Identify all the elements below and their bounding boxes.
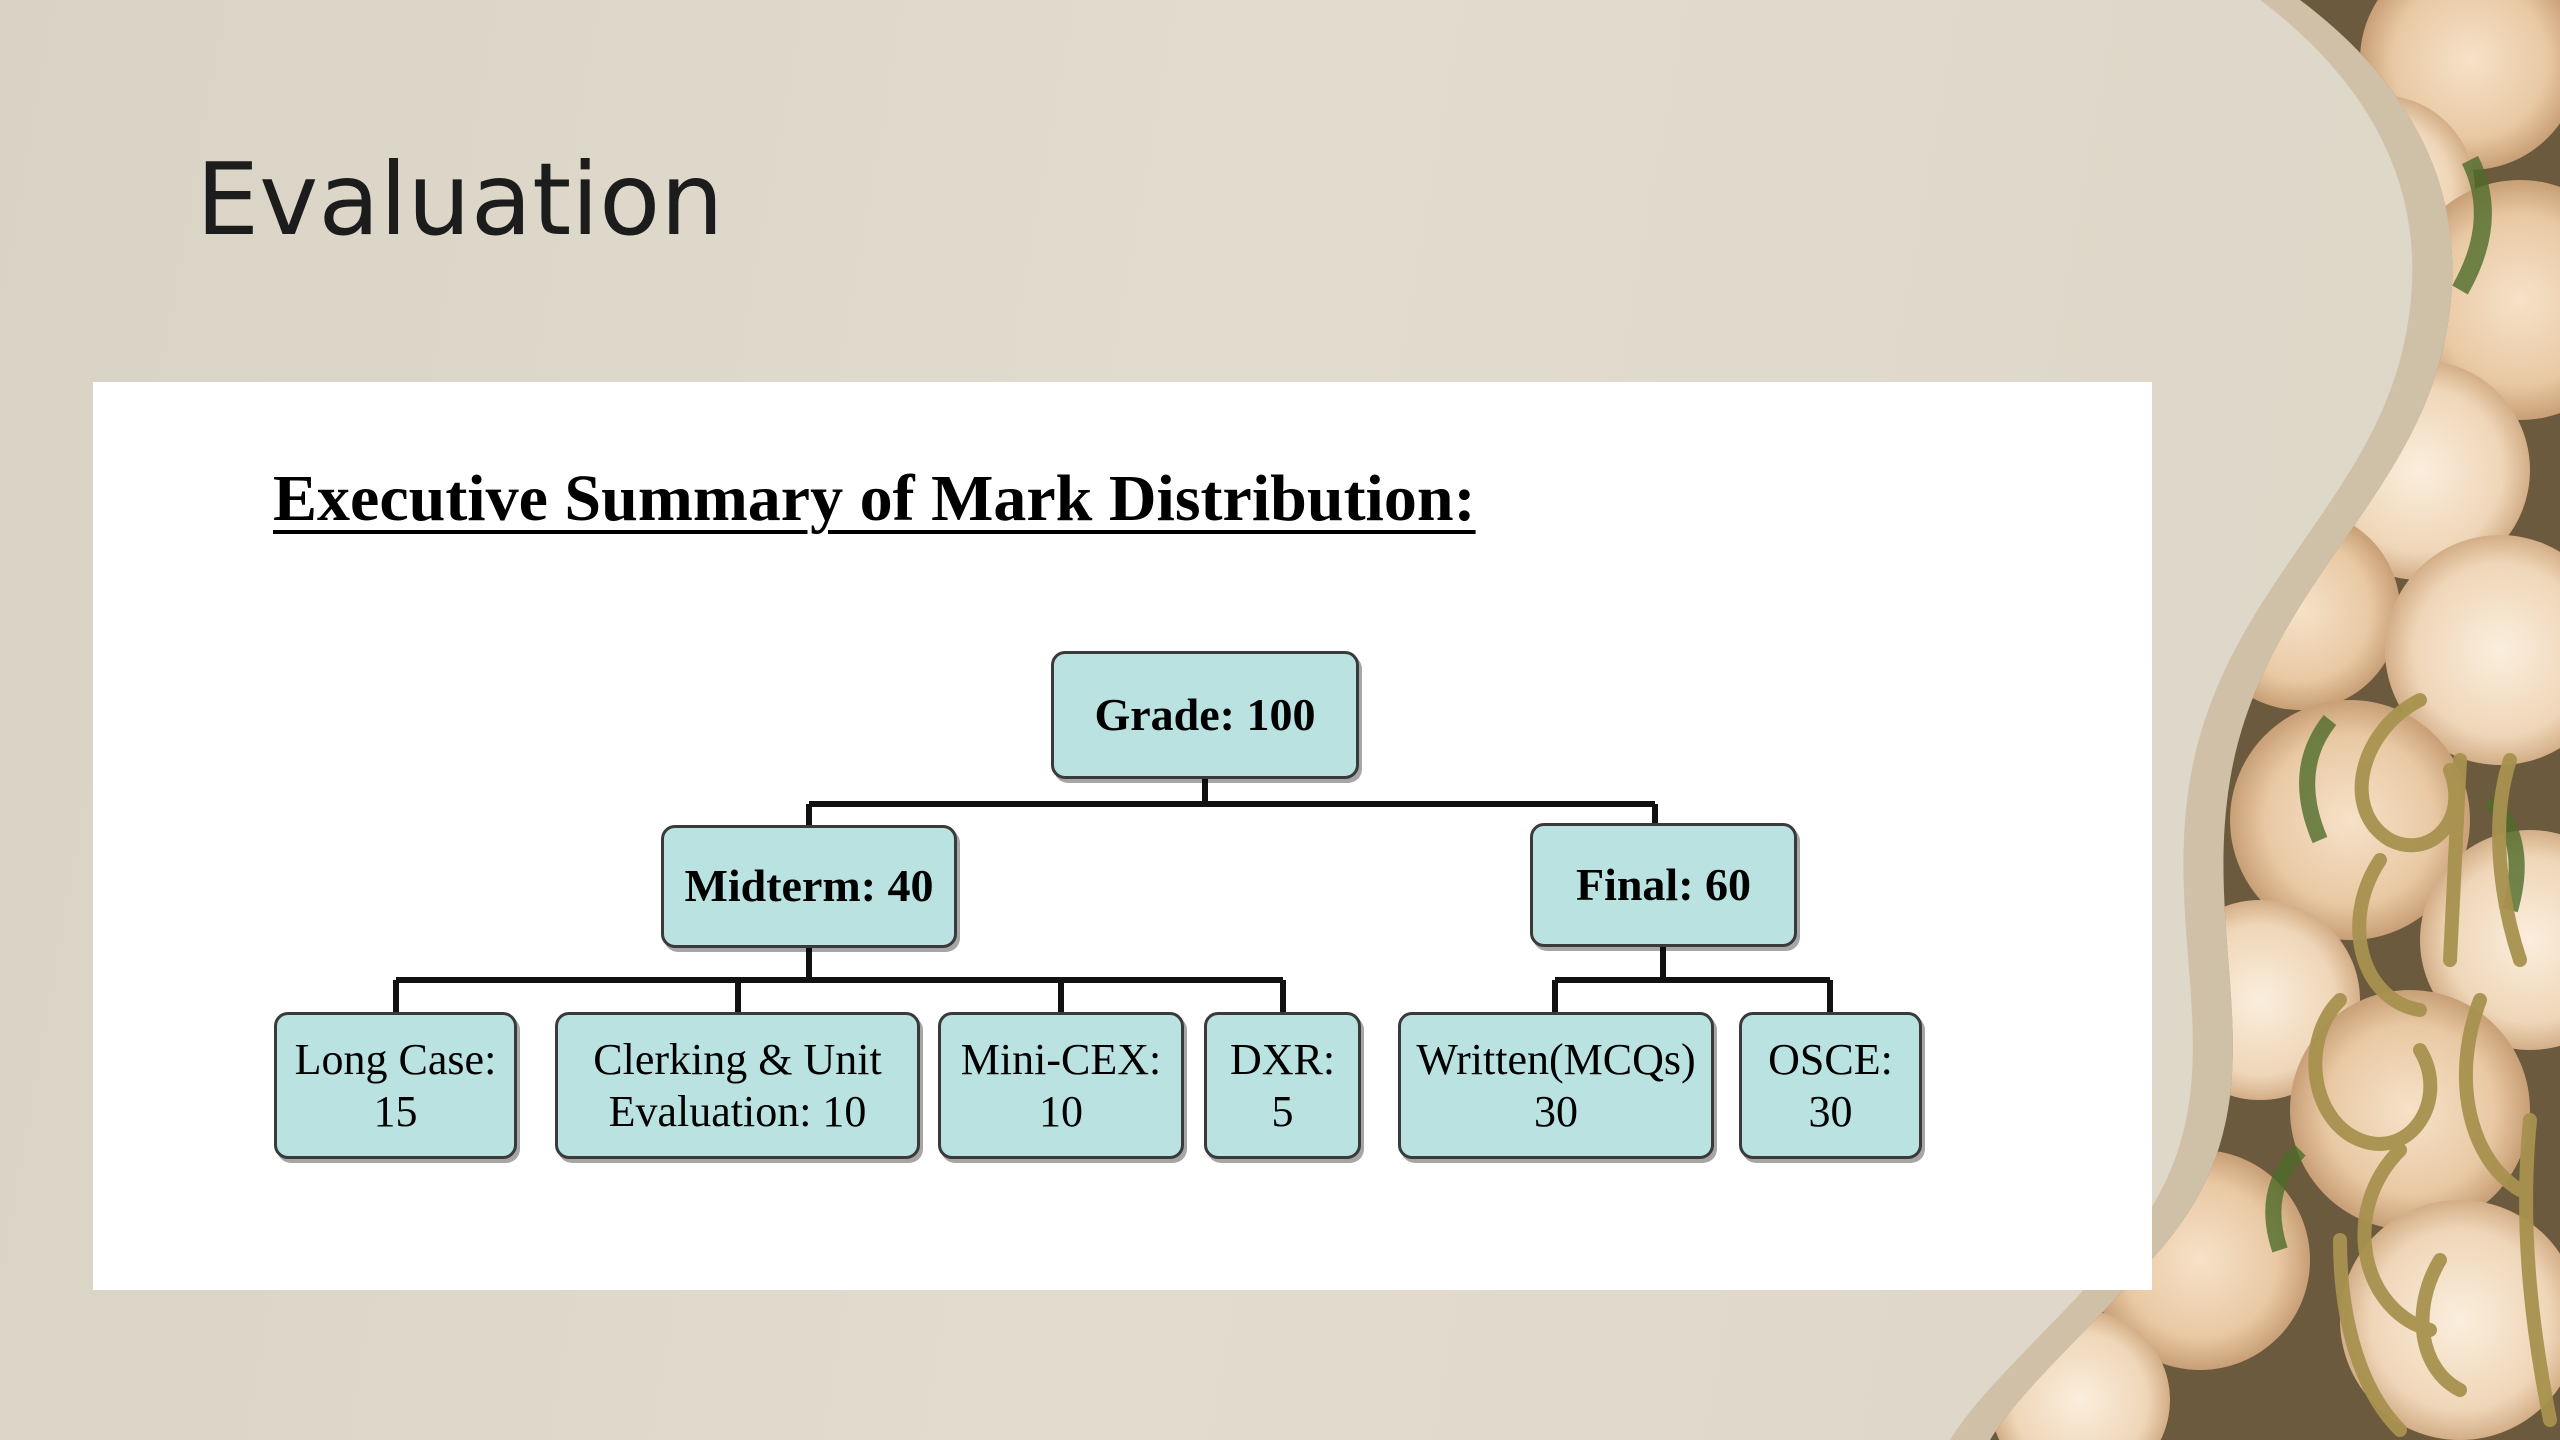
node-long-case-line2: 15 <box>373 1086 418 1136</box>
node-dxr: DXR: 5 <box>1204 1012 1361 1159</box>
node-osce-line1: OSCE: <box>1768 1034 1893 1084</box>
node-osce: OSCE: 30 <box>1739 1012 1922 1159</box>
node-mini-cex-line1: Mini-CEX: <box>960 1034 1162 1084</box>
node-grade: Grade: 100 <box>1051 651 1359 779</box>
node-midterm: Midterm: 40 <box>661 825 957 948</box>
node-written-line1: Written(MCQs) <box>1416 1034 1696 1084</box>
node-clerking-line2: Evaluation: 10 <box>608 1086 867 1136</box>
node-dxr-line2: 5 <box>1271 1086 1294 1136</box>
node-written: Written(MCQs) 30 <box>1398 1012 1714 1159</box>
mark-distribution-panel: Executive Summary of Mark Distribution: … <box>93 382 2152 1290</box>
node-mini-cex-line2: 10 <box>1039 1086 1083 1136</box>
node-clerking: Clerking & Unit Evaluation: 10 <box>555 1012 920 1159</box>
node-long-case: Long Case: 15 <box>274 1012 517 1159</box>
tree-connectors <box>393 779 1833 1012</box>
node-mini-cex: Mini-CEX: 10 <box>938 1012 1184 1159</box>
node-midterm-label: Midterm: 40 <box>684 860 934 912</box>
node-long-case-line1: Long Case: <box>294 1034 497 1084</box>
node-dxr-line1: DXR: <box>1229 1034 1336 1084</box>
node-final: Final: 60 <box>1530 823 1797 947</box>
node-final-label: Final: 60 <box>1575 858 1752 910</box>
node-grade-label: Grade: 100 <box>1094 688 1316 740</box>
node-osce-line2: 30 <box>1808 1086 1853 1136</box>
node-written-line2: 30 <box>1534 1086 1578 1136</box>
slide-title: Evaluation <box>196 141 724 258</box>
summary-heading: Executive Summary of Mark Distribution: <box>273 462 1476 535</box>
node-clerking-line1: Clerking & Unit <box>593 1034 882 1084</box>
